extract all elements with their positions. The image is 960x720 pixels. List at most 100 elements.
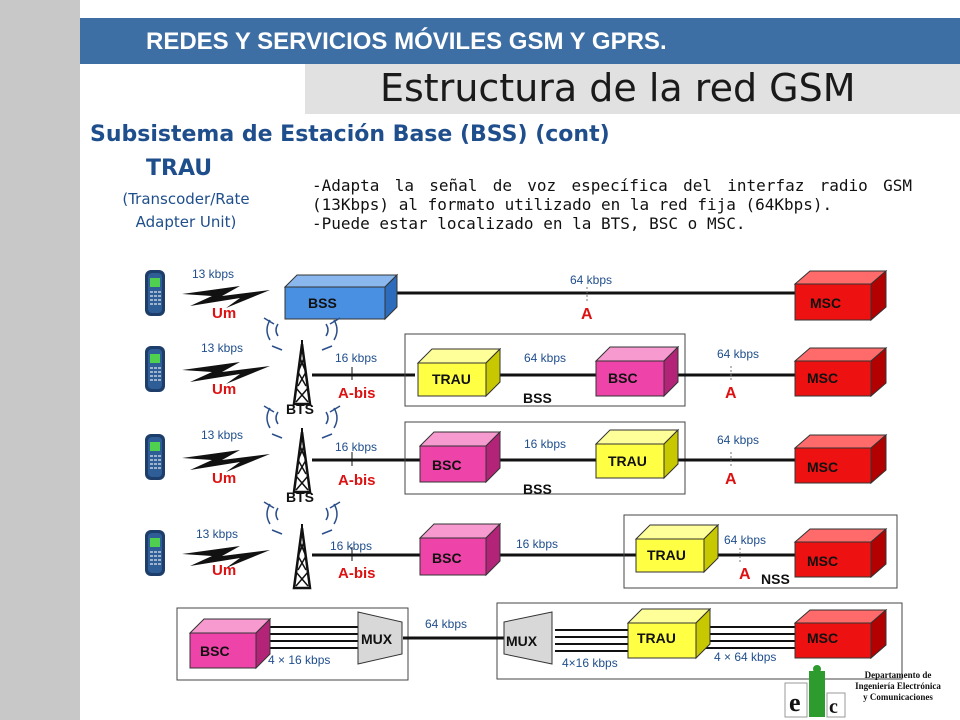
rate-label: 13 kbps [201,428,243,442]
dept-line1: Departamento de [864,670,932,680]
trau-expansion-line2: Adapter Unit) [135,213,237,231]
bsc-label: BSC [200,643,230,659]
msc-box: MSC [793,433,888,485]
trau-expansion: (Transcoder/Rate Adapter Unit) [96,188,276,234]
mobile-phone-icon [145,434,165,480]
bsc-box: BSC [188,617,272,670]
bsc-box: BSC [418,522,502,577]
rate-label: 64 kbps [724,533,766,547]
bsc-label: BSC [608,370,638,386]
nss-boundary [496,602,903,680]
rate-label: 64 kbps [524,351,566,365]
msc-box: MSC [793,608,888,660]
abis-interface-label: A-bis [338,472,376,489]
dept-line2: Ingeniería Electrónica [855,681,941,691]
bts-tower-icon [292,338,312,406]
trau-box: TRAU [626,607,712,660]
trau-box: TRAU [634,523,720,574]
rate-label: 16 kbps [330,539,372,553]
section-subtitle: Subsistema de Estación Base (BSS) (cont) [90,122,610,147]
rate-label: 4 × 64 kbps [714,650,776,664]
bss-label: BSS [308,295,337,311]
rate-label: 16 kbps [335,440,377,454]
bss-boundary [404,421,686,495]
mux-left: MUX [357,611,403,665]
msc-box: MSC [793,269,888,322]
bts-label: BTS [286,401,314,417]
nss-boundary [623,514,898,589]
um-interface-label: Um [212,470,236,487]
rate-label: 13 kbps [192,267,234,281]
mux-right: MUX [503,611,553,665]
trau-heading: TRAU [146,156,213,181]
bsc-label: BSC [432,457,462,473]
bss-label: BSS [523,481,552,497]
abis-interface-label: A-bis [338,565,376,582]
row-3: 13 kbps Um BTS 16 kbps A-bis 16 kbps 64 … [145,405,888,505]
bss-label: BSS [523,390,552,406]
mobile-phone-icon [145,270,165,316]
msc-box: MSC [793,346,888,398]
rate-label: 4×16 kbps [562,656,618,670]
rate-label: 64 kbps [717,347,759,361]
department-logo: e c [784,665,846,718]
rate-label: 13 kbps [196,527,238,541]
dept-line3: y Comunicaciones [863,692,933,702]
msc-label: MSC [807,370,838,386]
trau-box: TRAU [594,428,680,480]
bss-box: BSS [283,273,399,321]
mobile-phone-icon [145,530,165,576]
bsc-label: BSC [432,550,462,566]
a-interface-label: A [581,306,593,323]
msc-label: MSC [807,553,838,569]
nss-label: NSS [761,571,790,587]
row-5: 64 kbps 4 × 16 kbps 4×16 kbps 4 × 64 kbp… [176,602,903,681]
slide-title: Estructura de la red GSM [380,66,856,110]
a-interface-label: A [739,566,751,583]
msc-label: MSC [810,295,841,311]
row-1: 13 kbps Um 64 kbps A BSS MSC [145,267,888,323]
rate-label: 4 × 16 kbps [268,653,330,667]
rate-label: 16 kbps [524,437,566,451]
bss-boundary [176,607,409,681]
mobile-phone-icon [145,346,165,392]
um-interface-label: Um [212,562,236,579]
um-interface-label: Um [212,381,236,398]
multiplexed-lines [262,626,800,652]
rate-label: 13 kbps [201,341,243,355]
header-banner [80,18,960,64]
bts-tower-icon [292,522,312,590]
row-2: 13 kbps Um BTS 16 kbps A-bis 64 kbps 64 … [145,317,888,417]
trau-label: TRAU [432,371,471,387]
course-title: REDES Y SERVICIOS MÓVILES GSM Y GPRS. [146,28,667,55]
msc-box: MSC [793,527,888,579]
msc-label: MSC [807,459,838,475]
mux-label: MUX [506,633,538,649]
trau-description: -Adapta la señal de voz específica del i… [312,176,912,233]
rate-label: 16 kbps [516,537,558,551]
trau-expansion-line1: (Transcoder/Rate [122,190,250,208]
bsc-box: BSC [418,430,502,484]
trau-label: TRAU [647,547,686,563]
rate-label: 64 kbps [425,617,467,631]
trau-label: TRAU [637,630,676,646]
trau-box: TRAU [416,347,502,398]
bsc-box: BSC [594,345,680,398]
a-interface-label: A [725,385,737,402]
left-sidebar [0,0,80,720]
svg-text:e: e [789,688,801,717]
description-line1: -Adapta la señal de voz específica del i… [312,176,912,214]
svg-text:c: c [829,696,838,718]
radio-link-icon [182,450,270,472]
department-name: Departamento de Ingeniería Electrónica y… [838,670,958,703]
rate-label: 64 kbps [570,273,612,287]
bts-label: BTS [286,489,314,505]
rate-label: 16 kbps [335,351,377,365]
trau-label: TRAU [608,453,647,469]
mux-label: MUX [361,631,393,647]
msc-label: MSC [807,630,838,646]
description-line2: -Puede estar localizado en la BTS, BSC o… [312,214,746,233]
slide-title-panel [305,64,960,114]
bts-tower-icon [292,426,312,494]
